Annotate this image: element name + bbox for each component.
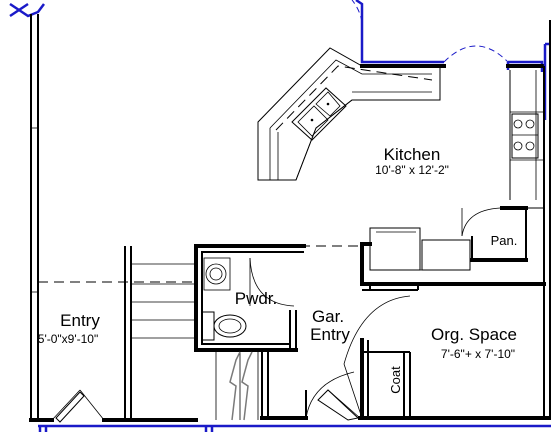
left-exterior-wall [30,14,39,420]
kitchen-island-counter [257,47,441,181]
bottom-exterior-wall [29,416,551,432]
garage-entry-label-line1: Gar. [312,307,344,326]
powder-room [194,244,306,352]
pantry [461,206,544,262]
kitchen-label: Kitchen [384,145,441,164]
powder-room-label: Pwdr. [235,289,278,308]
coat-closet-label: Coat [388,366,403,394]
garage-entry-label-line2: Entry [310,325,350,344]
entry-door-swing [51,389,105,423]
right-exterior-wall [543,20,551,418]
stair-break-line [229,351,253,421]
double-sink-icon [291,87,347,141]
lower-counter [369,227,471,271]
org-space-dimensions: 7'-6"+ x 7'-10" [441,347,515,361]
kitchen-top-wall [351,0,551,120]
interior-walls [261,242,546,420]
org-space-label: Org. Space [431,325,517,344]
kitchen-entry-door-swing [343,295,411,419]
kitchen-dimensions: 10'-8" x 12'-2" [375,163,449,177]
pedestal-sink-icon [203,257,231,291]
entry-dimensions: 5'-0"x9'-10" [38,332,98,346]
toilet-icon [201,311,247,341]
pantry-label: Pan. [491,233,518,248]
staircase [38,246,259,420]
garage-door-swing [305,371,361,421]
entry-label: Entry [60,311,100,330]
top-left-window [9,2,45,18]
range-cooktop-icon [511,113,539,159]
